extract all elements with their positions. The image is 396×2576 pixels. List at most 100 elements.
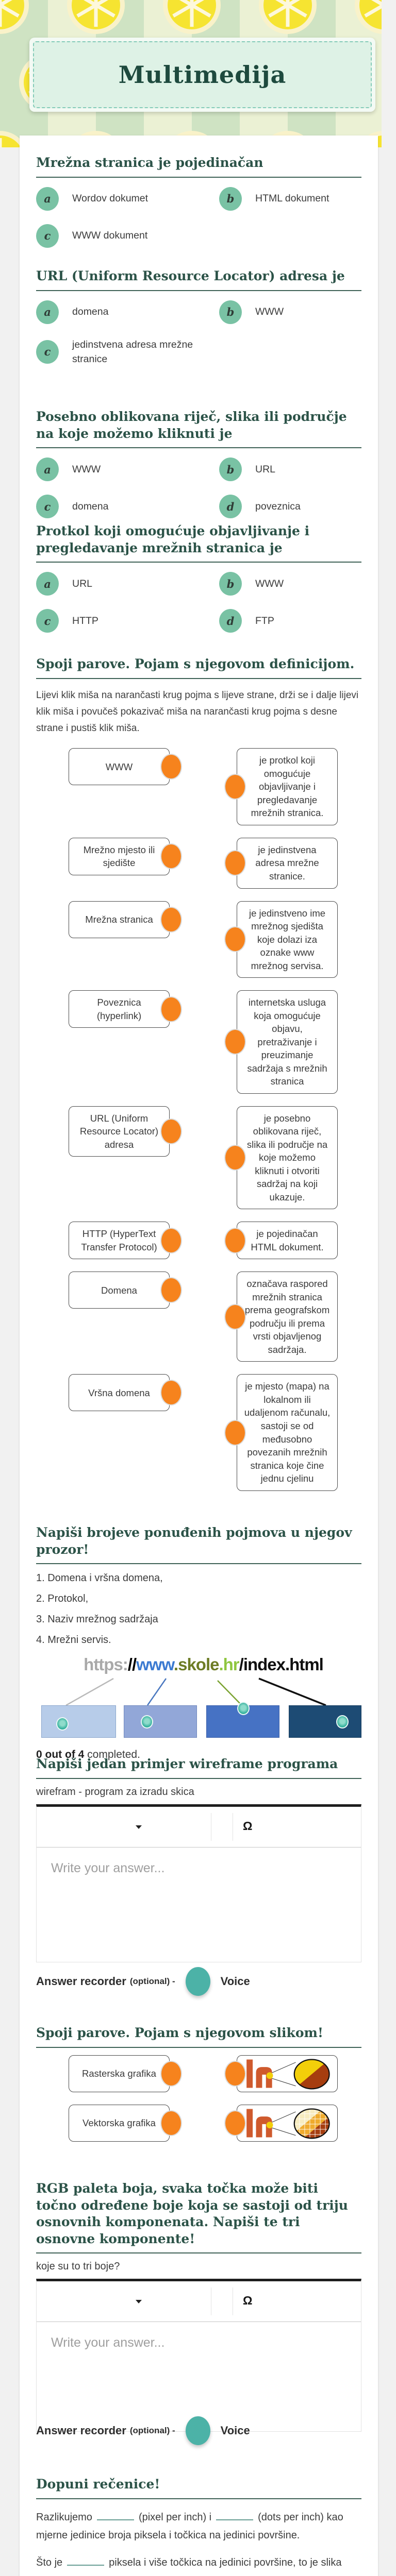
term-connector-dot[interactable] xyxy=(160,996,182,1022)
rgb-question-section: RGB paleta boja, svaka točka može biti t… xyxy=(36,2180,361,2432)
term-connector-dot[interactable] xyxy=(160,754,182,780)
option-c[interactable]: c HTTP xyxy=(36,609,219,633)
option-letter-circle[interactable]: d xyxy=(219,495,242,518)
blank-input-3[interactable] xyxy=(67,2554,105,2566)
question-mc-3: Posebno oblikovana riječ, slika ili podr… xyxy=(36,409,361,518)
option-b[interactable]: b WWW xyxy=(219,300,361,324)
option-a[interactable]: a Wordov dokumet xyxy=(36,187,219,211)
option-label: WWW dokument xyxy=(72,230,148,242)
option-letter-circle[interactable]: a xyxy=(36,572,59,596)
term-connector-dot[interactable] xyxy=(160,843,182,870)
url-drop-box-4[interactable] xyxy=(289,1705,361,1738)
drop-target-dot[interactable] xyxy=(336,1715,349,1728)
option-label: WWW xyxy=(255,578,284,589)
term-connector-dot[interactable] xyxy=(160,1118,182,1144)
term-box: Poveznica (hyperlink) xyxy=(69,990,170,1028)
option-label: Wordov dokumet xyxy=(72,193,148,205)
url-slashes: // xyxy=(127,1655,137,1674)
option-letter-circle[interactable]: b xyxy=(219,457,242,481)
term-connector-dot[interactable] xyxy=(160,1380,182,1406)
option-label: FTP xyxy=(255,615,274,626)
recorder-label: Answer recorder xyxy=(36,1975,126,1988)
option-letter-circle[interactable]: b xyxy=(219,572,242,596)
rich-text-editor: Ω Write your answer... xyxy=(36,2279,361,2432)
option-d[interactable]: d FTP xyxy=(219,609,361,633)
term-connector-dot[interactable] xyxy=(160,2060,182,2087)
pixelated-zoom-image-icon xyxy=(246,2108,330,2139)
match-row: Mrežno mjesto ili sjedište je jedinstven… xyxy=(36,837,361,889)
definition-connector-dot[interactable] xyxy=(224,1419,246,1446)
list-item: 2. Protokol, xyxy=(36,1593,89,1604)
voice-record-button[interactable] xyxy=(185,1967,210,1996)
options-grid: a URL b WWW c HTTP d FTP xyxy=(36,572,361,633)
definition-connector-dot[interactable] xyxy=(224,1303,246,1330)
option-a[interactable]: a domena xyxy=(36,300,219,324)
option-letter-circle[interactable]: d xyxy=(219,609,242,633)
voice-label: Voice xyxy=(220,2424,250,2437)
option-letter-circle[interactable]: a xyxy=(36,187,59,211)
term-connector-dot[interactable] xyxy=(160,1277,182,1303)
option-letter-circle[interactable]: c xyxy=(36,340,59,364)
image-connector-dot[interactable] xyxy=(224,2110,246,2136)
sentence-text: (pixel per inch) i xyxy=(138,2511,212,2523)
option-b[interactable]: b HTML dokument xyxy=(219,187,361,211)
drop-target-dot[interactable] xyxy=(237,1702,250,1715)
option-c[interactable]: c jedinstvena adresa mrežne stranice xyxy=(36,337,219,367)
term-connector-dot[interactable] xyxy=(160,2110,182,2136)
answer-textarea[interactable]: Write your answer... xyxy=(51,2335,165,2350)
option-label: HTTP xyxy=(72,615,98,626)
worksheet-title-inner: Multimedija xyxy=(33,41,372,108)
definition-connector-dot[interactable] xyxy=(224,774,246,800)
drop-target-dot[interactable] xyxy=(56,1717,69,1731)
special-character-omega-icon[interactable]: Ω xyxy=(243,2294,253,2307)
option-c[interactable]: c WWW dokument xyxy=(36,224,219,248)
url-drop-box-1[interactable] xyxy=(41,1705,116,1738)
blank-input-2[interactable] xyxy=(216,2509,254,2520)
drop-target-dot[interactable] xyxy=(141,1715,153,1728)
answer-textarea[interactable]: Write your answer... xyxy=(51,1860,165,1875)
option-letter-circle[interactable]: c xyxy=(36,495,59,518)
special-character-omega-icon[interactable]: Ω xyxy=(243,1819,253,1833)
option-label: domena xyxy=(72,500,109,512)
rich-text-editor: Ω Write your answer... xyxy=(36,1804,361,1962)
option-d[interactable]: d poveznica xyxy=(219,495,361,518)
option-c[interactable]: c domena xyxy=(36,495,219,518)
option-letter-circle[interactable]: a xyxy=(36,300,59,324)
section-heading: RGB paleta boja, svaka točka može biti t… xyxy=(36,2180,361,2253)
term-box: Rasterska grafika xyxy=(69,2055,170,2092)
option-letter-circle[interactable]: c xyxy=(36,224,59,248)
option-letter-circle[interactable]: a xyxy=(36,457,59,481)
option-b[interactable]: b URL xyxy=(219,457,361,481)
definition-connector-dot[interactable] xyxy=(224,1227,246,1253)
option-a[interactable]: a WWW xyxy=(36,457,219,481)
definition-connector-dot[interactable] xyxy=(224,1145,246,1171)
url-drop-box-3[interactable] xyxy=(206,1702,279,1738)
option-letter-circle[interactable]: b xyxy=(219,300,242,324)
format-dropdown-arrow-icon[interactable] xyxy=(136,1825,142,1829)
definition-connector-dot[interactable] xyxy=(224,1029,246,1055)
url-connector-lines xyxy=(65,1677,326,1706)
term-box: URL (Uniform Resource Locator) adresa xyxy=(69,1106,170,1157)
term-connector-dot[interactable] xyxy=(160,1227,182,1253)
voice-record-button[interactable] xyxy=(185,2416,210,2445)
option-letter-circle[interactable]: b xyxy=(219,187,242,211)
progress-status: 0 out of 4 completed. xyxy=(36,1749,361,1761)
term-box: WWW xyxy=(69,748,170,786)
definition-connector-dot[interactable] xyxy=(224,850,246,876)
format-dropdown-arrow-icon[interactable] xyxy=(136,2300,142,2303)
option-label: jedinstvena adresa mrežne stranice xyxy=(72,338,193,365)
term-connector-dot[interactable] xyxy=(160,906,182,933)
option-b[interactable]: b WWW xyxy=(219,572,361,596)
definition-connector-dot[interactable] xyxy=(224,926,246,953)
sentence-text: Što je xyxy=(36,2556,63,2568)
list-item: 1. Domena i vršna domena, xyxy=(36,1572,163,1584)
blank-input-1[interactable] xyxy=(96,2509,134,2520)
list-item: 4. Mrežni servis. xyxy=(36,1634,111,1646)
option-a[interactable]: a URL xyxy=(36,572,219,596)
image-connector-dot[interactable] xyxy=(224,2060,246,2087)
worksheet-card: Mrežna stranica je pojedinačan a Wordov … xyxy=(20,135,378,2576)
progress-count: 0 out of 4 xyxy=(36,1749,85,1760)
option-letter-circle[interactable]: c xyxy=(36,609,59,633)
url-drop-box-2[interactable] xyxy=(124,1705,197,1738)
sentence-text: Razlikujemo xyxy=(36,2511,92,2523)
